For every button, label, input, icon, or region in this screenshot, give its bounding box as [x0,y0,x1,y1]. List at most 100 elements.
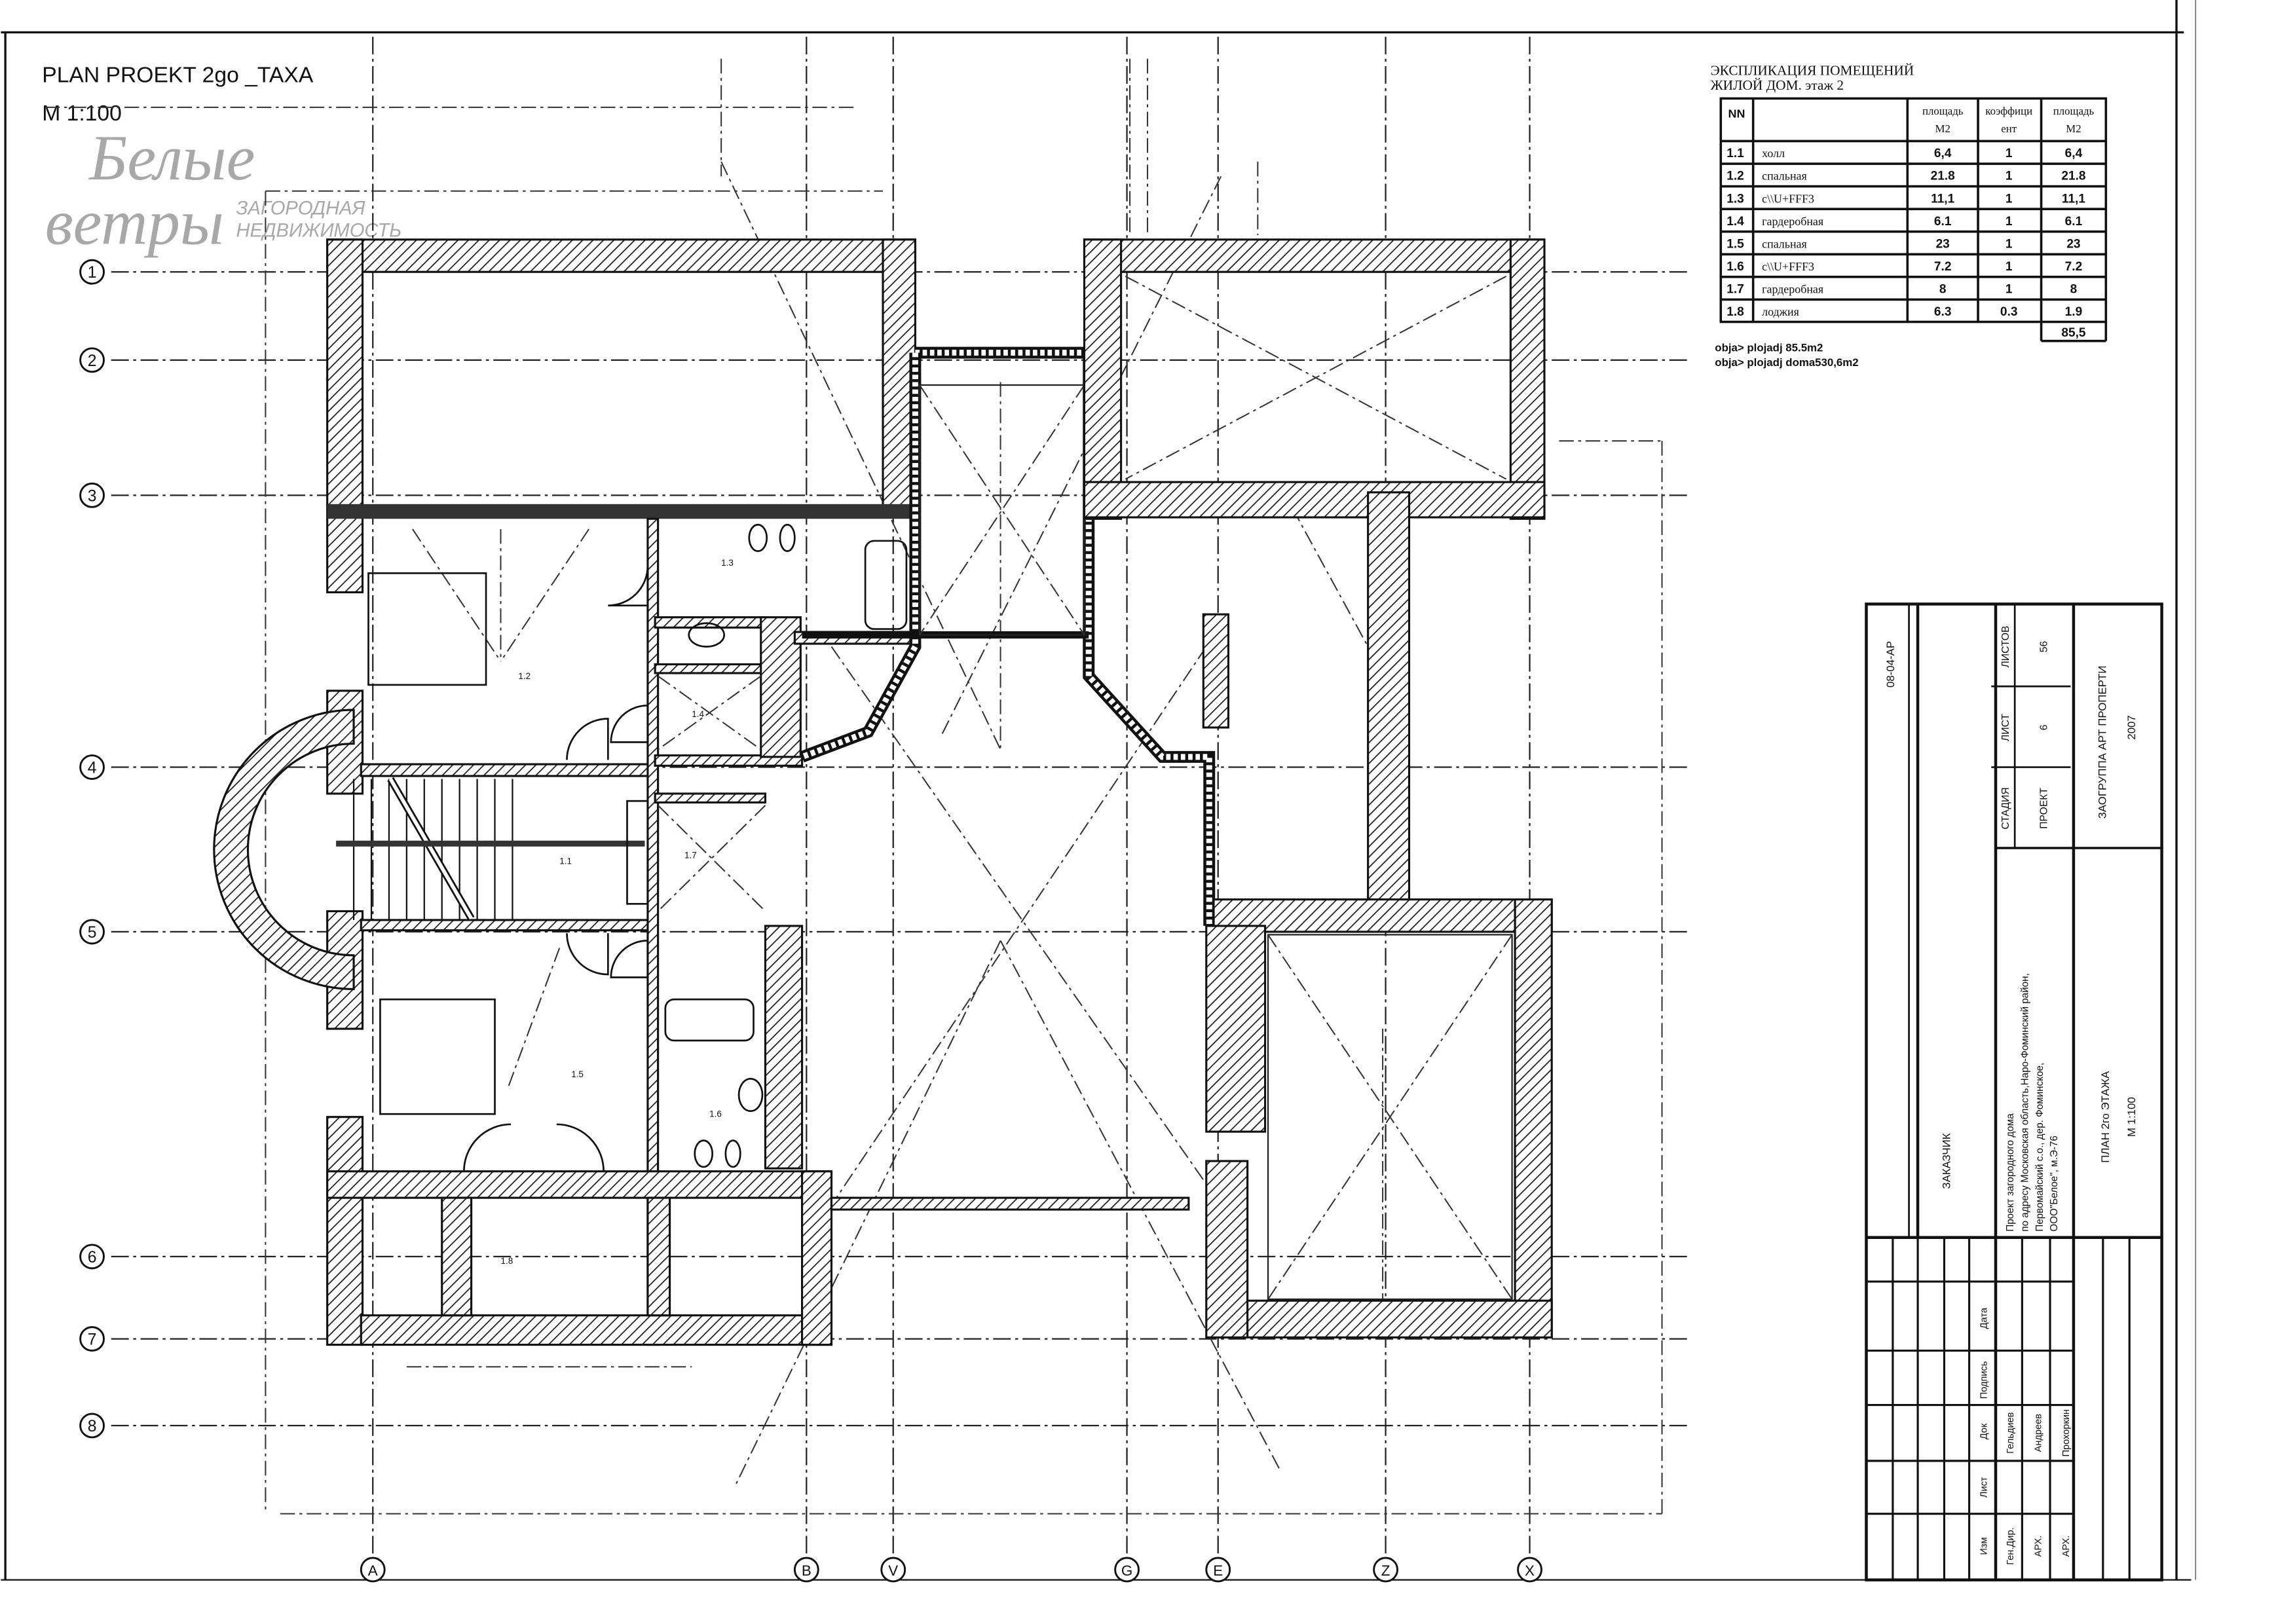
axis-bubble [1517,1557,1542,1583]
room-number: 1.5 [571,1069,584,1079]
drawing-scale-block: М 1:100 [2125,1097,2138,1137]
cell-nn: 1.1 [1726,147,1744,160]
cell-total: 6.1 [2065,215,2083,229]
axis-bubble [79,1412,105,1439]
sign-header: Лист [1979,1477,1990,1498]
axis-label: Z [1381,1562,1390,1579]
axis-bubble [360,1557,386,1583]
logo-tagline2: НЕДВИЖИМОСТЬ [236,220,402,241]
sign-header: Изм [1979,1537,1990,1555]
axis-label: X [1525,1562,1535,1579]
cell-total: 8 [2070,283,2078,297]
bed-icon [367,572,487,686]
total-area: 85,5 [2061,326,2085,340]
toilet-icon [779,523,796,552]
cell-name: спальная [1762,237,1807,250]
cell-coef: 1 [2006,260,2013,274]
header-area: площадь [1922,105,1964,117]
cell-coef: 1 [2006,237,2013,251]
axis-label: E [1213,1562,1223,1579]
axis-label: G [1121,1562,1132,1579]
customer-label: ЗАКАЗЧИК [1940,1133,1952,1189]
cell-nn: 1.8 [1726,305,1744,319]
signature-name: Прохоркин [2061,1409,2072,1456]
sheets-value: 56 [2039,641,2050,653]
axis-bubble [880,1557,906,1583]
cell-nn: 1.5 [1726,237,1744,251]
door-swing [610,940,648,978]
cell-nn: 1.4 [1726,215,1744,229]
axis-label: 4 [88,760,97,777]
axis-label: 8 [88,1418,97,1435]
cell-coef: 1 [2006,147,2013,160]
drawing-scale: M 1:100 [42,101,122,126]
signature-name: Андреев [2034,1414,2044,1452]
explication-table: ЭКСПЛИКАЦИЯ ПОМЕЩЕНИЙ ЖИЛОЙ ДОМ. этаж 2 … [1711,62,2108,369]
bed-icon [379,998,496,1115]
door-swing [566,933,609,976]
drawing-code: 08-04-АР [1884,641,1897,688]
sheet-value: 6 [2039,724,2050,730]
cell-area: 7.2 [1934,260,1952,274]
toilet-icon [748,523,768,552]
logo-brand-line2: ветры [45,187,224,259]
stage-label: СТАДИЯ [2000,787,2011,829]
bathtub-icon [864,540,908,630]
cell-name: спальная [1762,170,1807,183]
project-line: ООО"Белое", м.Э-76 [2049,1135,2060,1232]
cell-coef: 0.3 [2000,305,2018,319]
door-swing [463,1123,512,1172]
sheets-label: ЛИСТОВ [2000,626,2011,668]
stage-value: ПРОЕКТ [2039,788,2050,829]
room-number: 1.7 [684,851,697,860]
cell-name: гардеробная [1762,283,1823,296]
logo-tagline1: ЗАГОРОДНАЯ [236,198,365,219]
cell-nn: 1.3 [1726,192,1744,206]
door-swing [556,1123,605,1172]
drawing-title: PLAN PROEKT 2go _TAXA [42,64,314,88]
drawing-name: ПЛАН 2го ЭТАЖА [2099,1071,2112,1163]
sign-header: Док [1979,1423,1990,1439]
explication-title: ЭКСПЛИКАЦИЯ ПОМЕЩЕНИЙ [1711,62,1914,78]
axis-label: B [802,1562,812,1579]
cell-total: 21.8 [2061,170,2085,183]
cell-area: 21.8 [1931,170,1955,183]
header-area-unit: М2 [1935,122,1950,135]
axis-label: 5 [88,924,97,942]
project-line: Проект загородного дома [2005,1113,2016,1232]
furniture [367,523,908,1172]
cell-area: 6.3 [1934,305,1952,319]
header-total-area: площадь [2053,105,2095,117]
room-number: 1.6 [709,1109,722,1119]
header-coef: коэффици [1985,105,2032,117]
bathtub-icon [664,998,755,1042]
title-block: 08-04-АР ЗАКАЗЧИК Проект загородного дом… [1865,602,2163,1581]
cell-total: 11,1 [2062,192,2085,206]
axis-label: A [368,1562,378,1579]
project-line: Первомайский с.о., дер. Фоминское, [2034,1063,2045,1232]
room-number: 1.3 [721,558,734,568]
door-swing [566,718,609,760]
cell-name: c\\U+FFF3 [1762,192,1814,205]
toilet-icon [724,1139,741,1168]
construction-lines [45,58,1663,1515]
cell-name: гардеробная [1762,215,1823,228]
header-nn: NN [1728,107,1745,120]
cell-area: 8 [1939,283,1947,297]
year: 2007 [2125,715,2138,739]
cell-total: 1.9 [2065,305,2083,319]
axis-bubble [1114,1557,1140,1583]
watermark-logo: Белые ветры ЗАГОРОДНАЯ НЕДВИЖИМОСТЬ [45,122,402,259]
axis-bubble [1205,1557,1231,1583]
axis-bubble [793,1557,819,1583]
axis-label: 3 [88,487,97,505]
axis-bubble [79,754,105,780]
sign-header: Подпись [1979,1361,1990,1399]
sink-icon [737,1078,764,1113]
cell-name: лоджия [1762,305,1799,318]
axis-label: 7 [88,1331,97,1349]
